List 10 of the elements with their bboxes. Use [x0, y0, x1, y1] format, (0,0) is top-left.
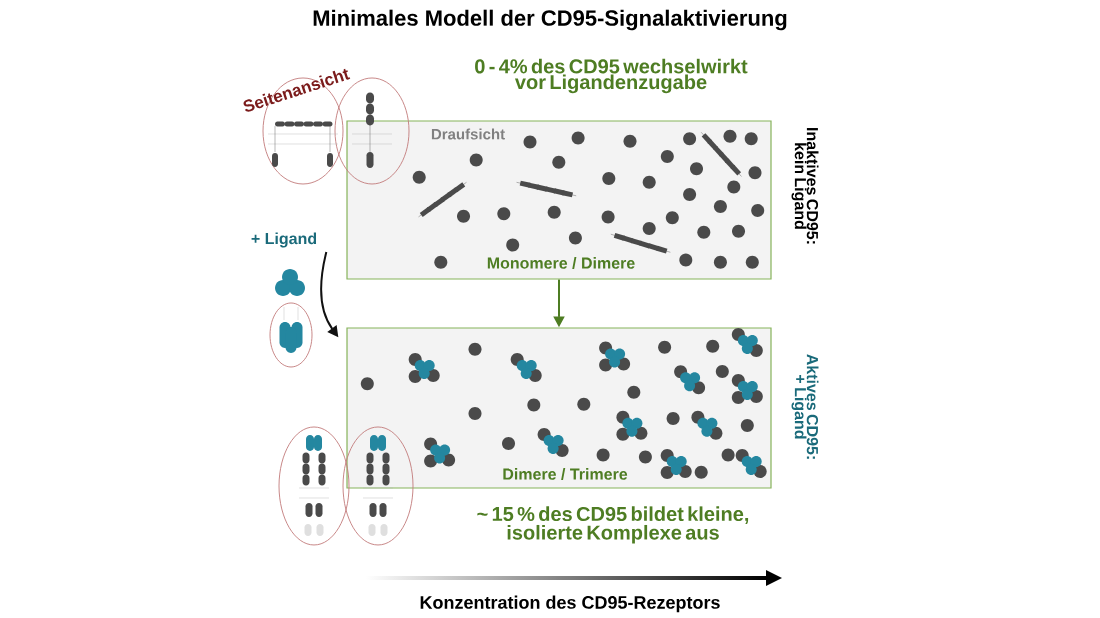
panel-label: Draufsicht [429, 127, 507, 141]
note-text: 0 - 4% des CD95 wechselwirkt vor Ligandenzugabe [475, 58, 748, 94]
ligand-label: + Ligand [251, 232, 317, 248]
title: Minimales Modell der CD95-Signalaktivierung [313, 9, 787, 31]
axis-label: Konzentration des CD95-Rezeptors [420, 595, 720, 613]
note-text: ~ 15 % des CD95 bildet kleine, isolierte Komplexe aus [477, 506, 749, 544]
panel-label: Monomere / Dimere [485, 256, 637, 270]
panel-label: Dimere / Trimere [501, 467, 629, 481]
status-label: Inaktives CD95: kein Ligand [791, 128, 819, 244]
status-label: Aktives CD95: + Ligand [791, 354, 819, 459]
